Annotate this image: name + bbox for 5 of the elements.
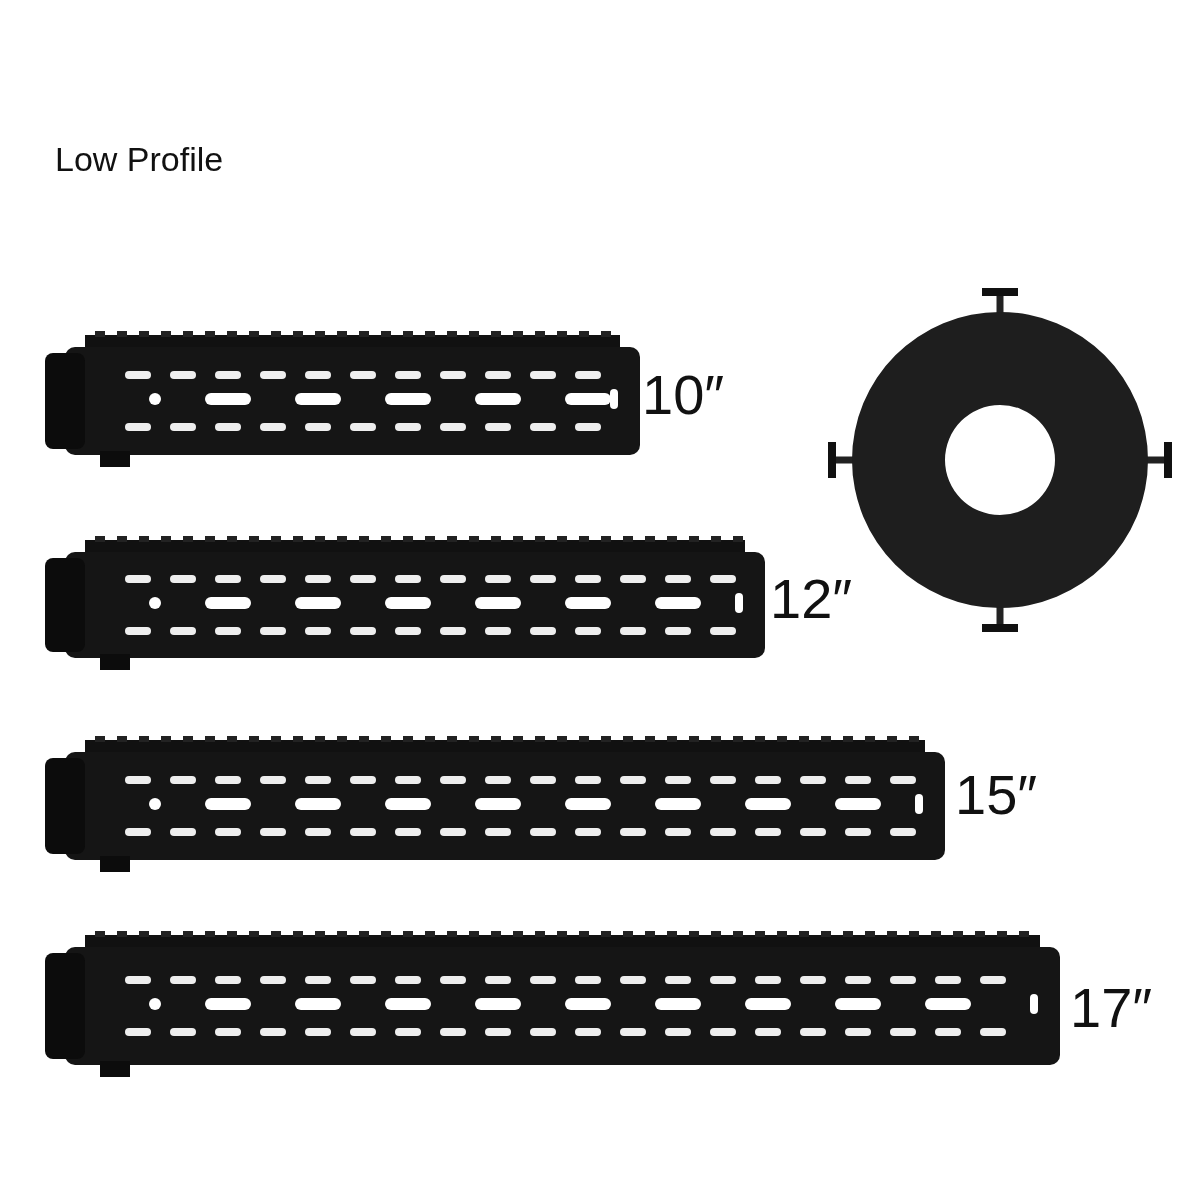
length-label: 10″ [642, 362, 725, 427]
length-label: 17″ [1070, 975, 1153, 1040]
length-label: 15″ [955, 762, 1038, 827]
length-label: 12″ [770, 566, 853, 631]
subtitle-text: Low Profile [55, 140, 224, 179]
